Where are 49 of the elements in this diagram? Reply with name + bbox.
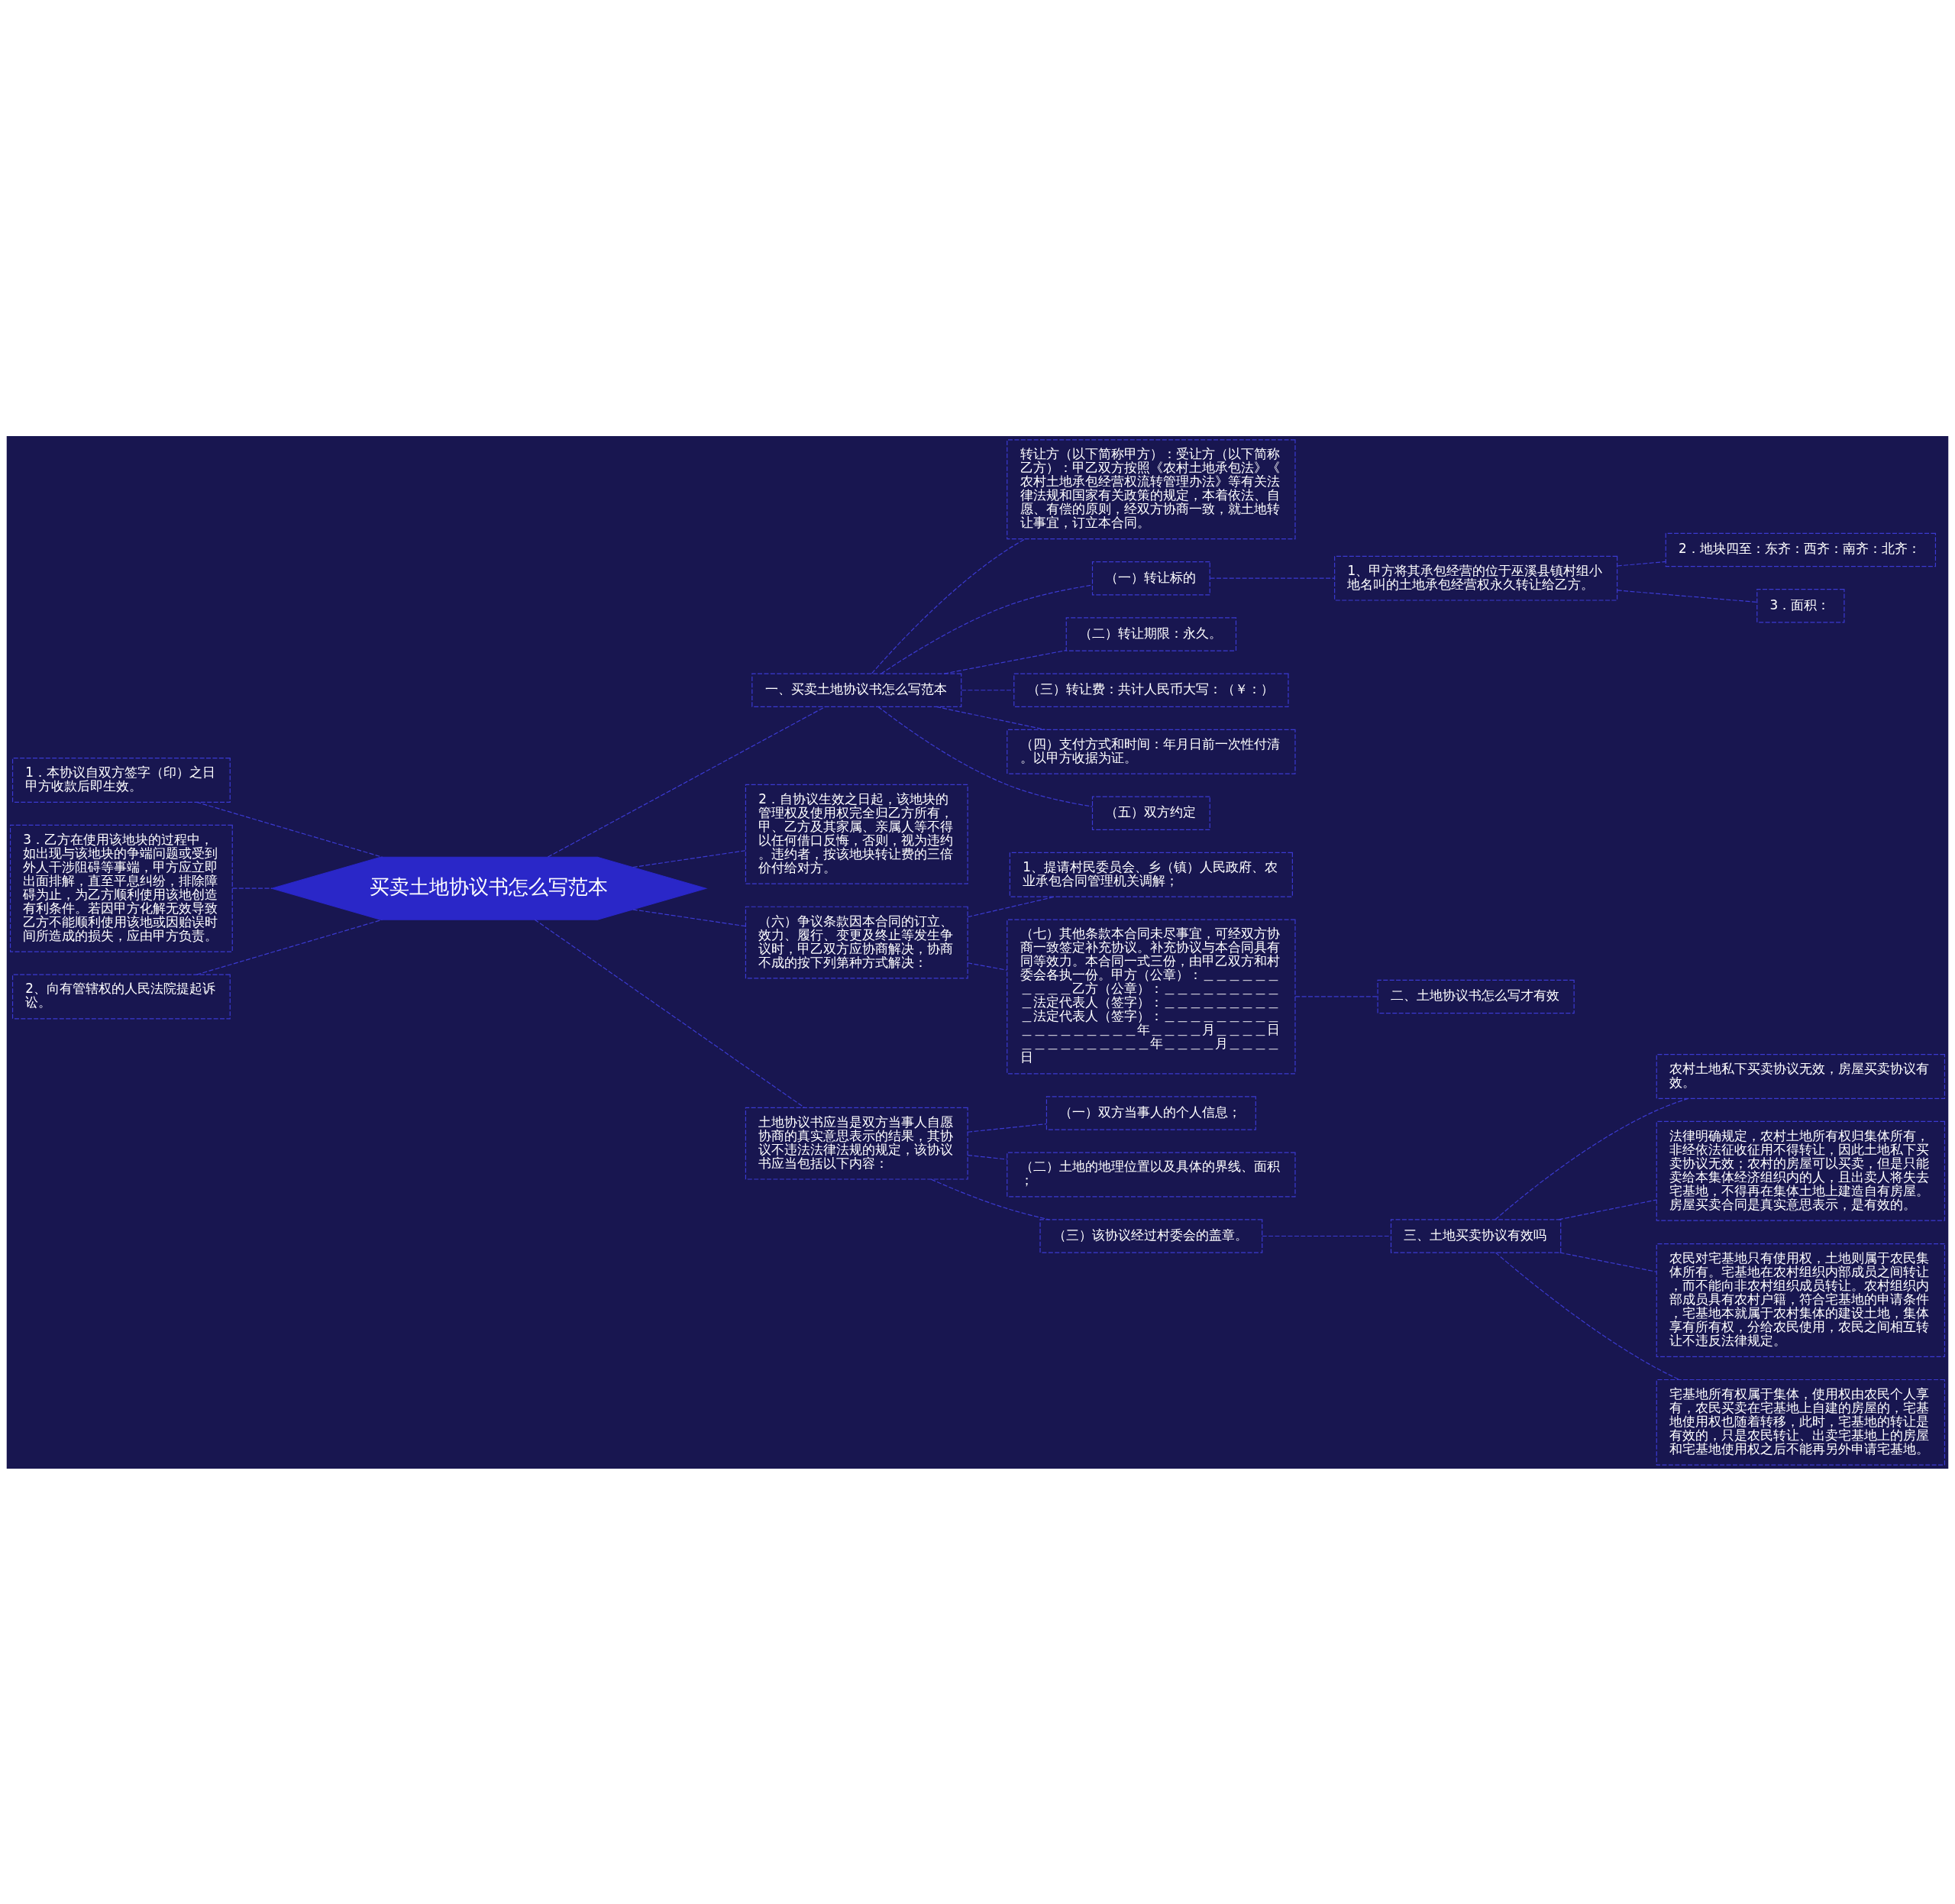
node-box: 农村土地私下买卖协议无效，房屋买卖协议有效。 (1656, 1053, 1946, 1099)
node-box: 3．面积： (1756, 588, 1845, 622)
connector (534, 919, 805, 1108)
node-box: （三）转让费：共计人民币大写：（￥：） (1013, 673, 1289, 707)
node-box: 2、向有管辖权的人民法院提起诉讼。 (11, 974, 231, 1019)
connector (930, 1178, 1050, 1220)
connector (967, 895, 1056, 917)
connector (967, 1123, 1047, 1133)
node-box: （六）争议条款因本合同的订立、效力、履行、变更及终止等发生争议时，甲乙双方应协商解决，协商不成的按下列第种方式解决： (745, 906, 968, 979)
node-box: 宅基地所有权属于集体，使用权由农民个人享有，农民买卖在宅基地上自建的房屋的，宅基地使用权也随着转移，此时，宅基地的转让是有效的，只是农民转让、出卖宅基地上的房屋和宅基地使用权之后不能再另外申请宅基地。 (1656, 1379, 1946, 1466)
node-box: 2．自协议生效之日起，该地块的管理权及使用权完全归乙方所有，甲、乙方及其家属、亲属人等不得以任何借口反悔，否则，视为违约。违约者，按该地块转让费的三倍价付给对方。 (745, 784, 968, 884)
connector (943, 649, 1067, 674)
connector (196, 801, 383, 858)
node-box: （一）转让标的 (1091, 561, 1210, 595)
connector (632, 908, 746, 926)
node-box: 1．本协议自双方签字（印）之日甲方收款后即生效。 (11, 757, 231, 803)
connector (881, 583, 1093, 674)
connector (871, 538, 1026, 674)
connector (632, 849, 746, 868)
connector (961, 689, 1015, 690)
node-box: 2．地块四至：东齐：西齐：南齐：北齐： (1665, 532, 1937, 567)
connector (1617, 589, 1758, 603)
connector (1558, 1198, 1657, 1220)
connector (1210, 577, 1335, 579)
node-box: （七）其他条款本合同未尽事宜，可经双方协商一致签定补充协议。补充协议与本合同具有同等效力。本合同一式三份，由甲乙双方和村委会各执一份。甲方（公章）：＿＿＿＿＿＿＿＿＿＿乙方（公章）：＿＿＿＿＿＿＿＿＿＿法定代表人（签字）：＿＿＿＿＿＿＿＿＿＿法定代表人（签字）：＿＿＿＿＿＿＿＿＿＿＿＿＿＿＿＿＿＿年＿＿＿＿月＿＿＿＿日＿＿＿＿＿＿＿＿＿＿年＿＿＿＿月＿＿＿＿日 (1007, 918, 1296, 1074)
node-box: 法律明确规定，农村土地所有权归集体所有，非经依法征收征用不得转让，因此土地私下买卖协议无效；农村的房屋可以买卖，但是只能卖给本集体经济组织内的人，且出卖人将失去宅基地，不得再在集体土地上建造自有房屋。房屋买卖合同是真实意思表示，是有效的。 (1656, 1120, 1946, 1221)
node-box: （二）土地的地理位置以及具体的界线、面积； (1007, 1152, 1296, 1197)
connector (877, 706, 1094, 807)
connector (1559, 1252, 1657, 1272)
node-box: 1、甲方将其承包经营的位于巫溪县镇村组小地名叫的土地承包经营权永久转让给乙方。 (1334, 555, 1618, 601)
node-box: 农民对宅基地只有使用权，土地则属于农民集体所有。宅基地在农村组织内部成员之间转让，而不能向非农村组织成员转让。农村组织内部成员具有农村户籍，符合宅基地的申请条件，宅基地本就属于农村集体的建设土地，集体享有所有权，分给农民使用，农民之间相互转让不违反法律规定。 (1656, 1243, 1946, 1357)
node-box: 转让方（以下简称甲方）：受让方（以下简称乙方）：甲乙双方按照《农村土地承包法》《农村土地承包经营权流转管理办法》等有关法律法规和国家有关政策的规定，本着依法、自愿、有偿的原则，经双方协商一致，就土地转让事宜，订立本合同。 (1007, 438, 1296, 539)
node-box: （五）双方约定 (1091, 796, 1210, 830)
node-box: 3．乙方在使用该地块的过程中，如出现与该地块的争端问题或受到外人干涉阻碍等事端，甲方应立即出面排解，直至平息纠纷，排除障碍为止，为乙方顺利使用该地创造有利条件。若因甲方化解无效导致乙方不能顺利使用该地或因贻误时间所造成的损失，应由甲方负责。 (9, 824, 233, 952)
node-box: 一、买卖土地协议书怎么写范本 (751, 673, 962, 707)
node-box: 三、土地买卖协议有效吗 (1390, 1218, 1562, 1253)
node-box: 1、提请村民委员会、乡（镇）人民政府、农业承包合同管理机关调解； (1009, 852, 1293, 897)
node-box: （三）该协议经过村委会的盖章。 (1039, 1218, 1263, 1253)
node-box: 土地协议书应当是双方当事人自愿协商的真实意思表示的结果，其协议不违法法律法规的规定，该协议书应当包括以下内容： (745, 1107, 968, 1180)
node-box: （一）双方当事人的个人信息； (1045, 1095, 1256, 1130)
connector (967, 1154, 1008, 1160)
connector (1294, 995, 1378, 997)
connector (231, 887, 273, 889)
node-box: 二、土地协议书怎么写才有效 (1377, 979, 1575, 1013)
connector (967, 962, 1008, 971)
connector (547, 706, 826, 858)
connector (1617, 561, 1666, 567)
node-box: （四）支付方式和时间：年月日前一次性付清。以甲方收据为证。 (1007, 729, 1296, 774)
node-box: （二）转让期限：永久。 (1065, 616, 1237, 651)
